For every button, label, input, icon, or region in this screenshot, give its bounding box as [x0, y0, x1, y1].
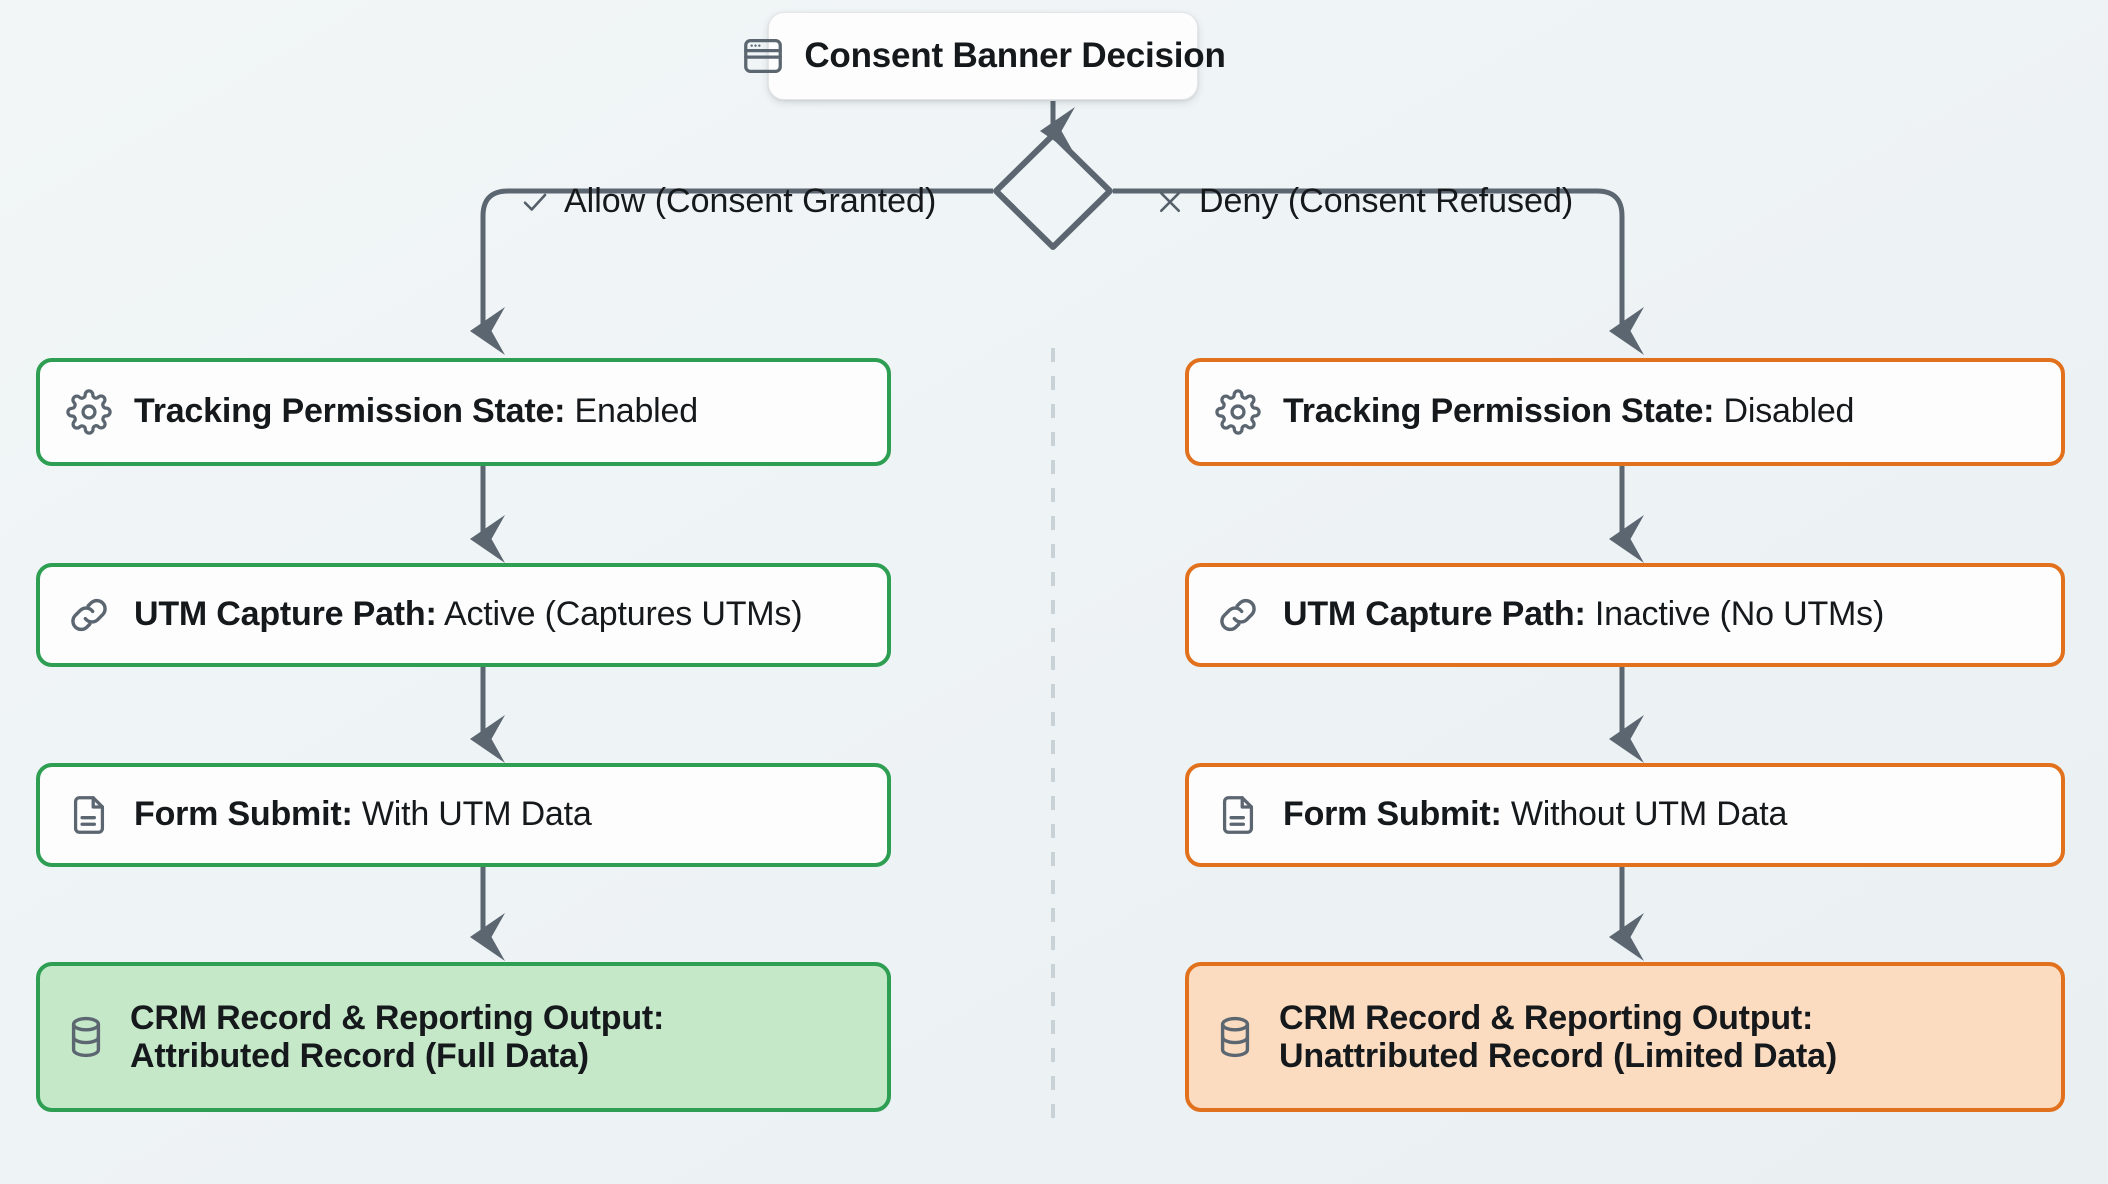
node-label-key: CRM Record & Reporting Output:	[1279, 998, 1814, 1037]
branch-label-allow-text: Allow (Consent Granted)	[564, 182, 937, 220]
node-label: Tracking Permission State: Enabled	[134, 390, 698, 434]
node-label: Form Submit: With UTM Data	[134, 793, 592, 837]
branch-label-deny-text: Deny (Consent Refused)	[1199, 182, 1574, 220]
gear-icon	[66, 389, 112, 435]
node-label-value: Without UTM Data	[1510, 795, 1788, 834]
branch-label-deny: Deny (Consent Refused)	[1155, 182, 1573, 221]
node-label-value: Disabled	[1723, 392, 1855, 431]
node-allow-form-submit[interactable]: Form Submit: With UTM Data	[36, 763, 891, 867]
node-deny-tracking-permission-state[interactable]: Tracking Permission State: Disabled	[1185, 358, 2065, 466]
decision-diamond	[993, 132, 1113, 250]
node-label: CRM Record & Reporting Output: Attribute…	[130, 999, 664, 1075]
node-label-key: Form Submit:	[1283, 795, 1502, 834]
browser-window-icon	[744, 39, 783, 73]
node-label-value: Attributed Record (Full Data)	[130, 1037, 589, 1075]
node-label-key: UTM Capture Path:	[1283, 595, 1586, 634]
link-icon	[71, 598, 107, 632]
node-label: UTM Capture Path: Active (Captures UTMs)	[134, 593, 803, 637]
node-allow-crm-record-output[interactable]: CRM Record & Reporting Output: Attribute…	[36, 962, 891, 1112]
node-label: UTM Capture Path: Inactive (No UTMs)	[1283, 593, 1884, 637]
node-label-key: CRM Record & Reporting Output:	[130, 998, 665, 1037]
node-label-key: Tracking Permission State:	[1283, 392, 1715, 431]
node-deny-form-submit[interactable]: Form Submit: Without UTM Data	[1185, 763, 2065, 867]
node-label-key: Form Submit:	[134, 795, 353, 834]
node-label-value: Unattributed Record (Limited Data)	[1279, 1037, 1838, 1075]
node-consent-banner-decision[interactable]: Consent Banner Decision	[744, 12, 1226, 100]
node-allow-utm-capture-path[interactable]: UTM Capture Path: Active (Captures UTMs)	[36, 563, 891, 667]
node-deny-utm-capture-path[interactable]: UTM Capture Path: Inactive (No UTMs)	[1185, 563, 2065, 667]
node-allow-tracking-permission-state[interactable]: Tracking Permission State: Enabled	[36, 358, 891, 466]
database-icon	[1220, 1016, 1250, 1058]
node-label-value: Active (Captures UTMs)	[443, 595, 803, 634]
node-label-value: Inactive (No UTMs)	[1594, 595, 1885, 634]
database-icon	[71, 1016, 101, 1058]
document-icon	[1222, 796, 1254, 834]
gear-icon	[1215, 389, 1261, 435]
node-label-value: Enabled	[574, 392, 699, 431]
node-label-value: With UTM Data	[361, 795, 592, 834]
document-icon	[73, 796, 105, 834]
branch-label-allow: Allow (Consent Granted)	[520, 182, 936, 221]
node-label: Form Submit: Without UTM Data	[1283, 793, 1787, 837]
check-icon	[523, 193, 547, 211]
cross-icon	[1159, 191, 1181, 212]
link-icon	[1220, 598, 1256, 632]
node-deny-crm-record-output[interactable]: CRM Record & Reporting Output: Unattribu…	[1185, 962, 2065, 1112]
root-node-label: Consent Banner Decision	[804, 35, 1226, 75]
node-label: Tracking Permission State: Disabled	[1283, 390, 1854, 434]
node-label: CRM Record & Reporting Output: Unattribu…	[1279, 999, 1837, 1075]
node-label-key: Tracking Permission State:	[134, 392, 566, 431]
node-label-key: UTM Capture Path:	[134, 595, 437, 634]
